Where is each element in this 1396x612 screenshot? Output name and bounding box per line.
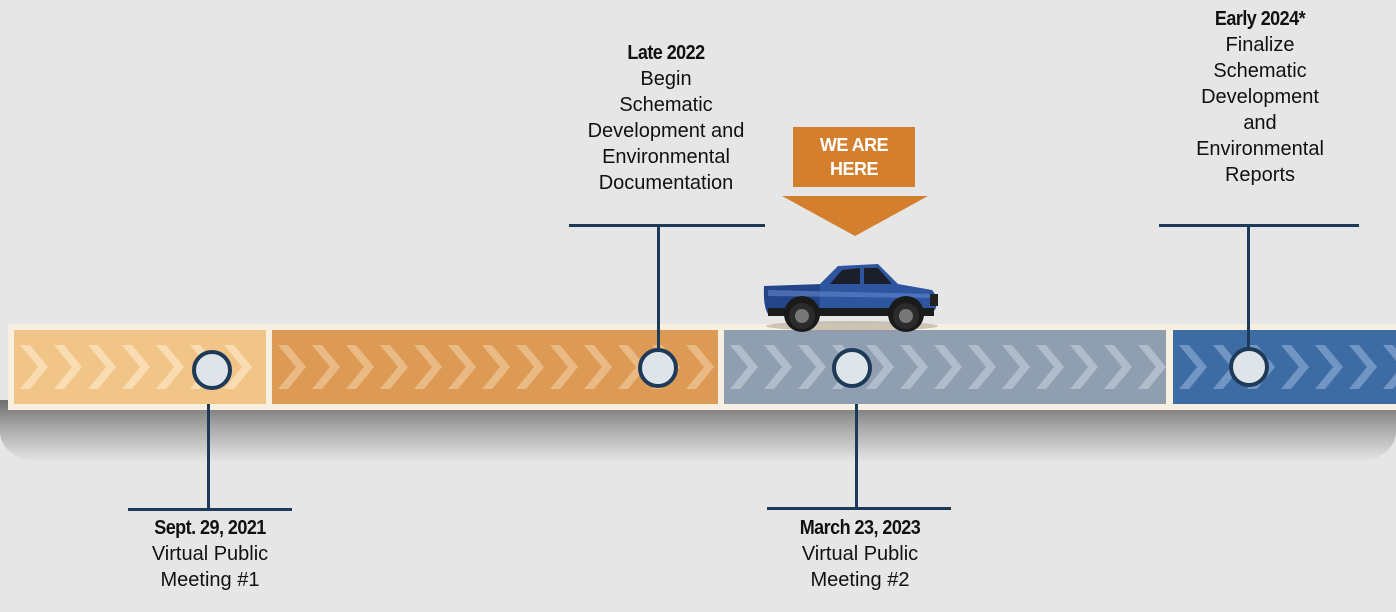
timeline-segment-2 (272, 330, 718, 404)
milestone-2-label: Late 2022 Begin Schematic Development an… (546, 40, 786, 196)
chevrons (1179, 345, 1396, 389)
milestone-2-node (638, 348, 678, 388)
timeline-shadow (0, 400, 1396, 462)
milestone-1-label: Sept. 29, 2021 Virtual Public Meeting #1 (88, 515, 332, 593)
milestone-1-date: Sept. 29, 2021 (154, 517, 266, 539)
milestone-4-line-1: Finalize (1225, 34, 1295, 56)
chevrons (730, 345, 1166, 389)
pickup-truck-icon (763, 264, 938, 332)
milestone-2-line-1: Begin (640, 68, 692, 90)
marker-line-2: HERE (829, 159, 879, 179)
milestone-4-rule (1159, 224, 1359, 227)
milestone-4-line-2: Schematic (1213, 60, 1307, 82)
milestone-1-node (192, 350, 232, 390)
milestone-3-node (832, 348, 872, 388)
milestone-2-rule (569, 224, 765, 227)
milestone-2-line-5: Documentation (598, 172, 734, 194)
milestone-4-line-4: and (1243, 112, 1277, 134)
milestone-3-line-2: Meeting #2 (810, 569, 910, 591)
milestone-4-date: Early 2024* (1214, 8, 1306, 30)
milestone-2-line-3: Development and (587, 120, 745, 142)
down-arrow-icon (782, 196, 928, 236)
milestone-4-label: Early 2024* Finalize Schematic Developme… (1140, 6, 1380, 188)
milestone-4-stem (1247, 226, 1250, 350)
milestone-4-line-3: Development (1201, 86, 1319, 108)
milestone-2-stem (657, 226, 660, 352)
milestone-4-line-6: Reports (1224, 164, 1296, 186)
milestone-4-node (1229, 347, 1269, 387)
milestone-2-date: Late 2022 (627, 42, 705, 64)
milestone-2-line-4: Environmental (602, 146, 730, 168)
milestone-3-label: March 23, 2023 Virtual Public Meeting #2 (735, 515, 985, 593)
milestone-3-date: March 23, 2023 (799, 517, 921, 539)
milestone-4-line-5: Environmental (1196, 138, 1324, 160)
milestone-1-line-2: Meeting #1 (160, 569, 260, 591)
milestone-1-stem (207, 404, 210, 510)
milestone-3-line-1: Virtual Public (801, 543, 919, 565)
milestone-3-rule (767, 507, 951, 510)
milestone-1-line-1: Virtual Public (151, 543, 269, 565)
timeline-segment-4 (1173, 330, 1396, 404)
milestone-2-line-2: Schematic (619, 94, 713, 116)
milestone-1-rule (128, 508, 292, 511)
timeline-segment-3 (724, 330, 1166, 404)
milestone-3-stem (855, 404, 858, 510)
we-are-here-marker: WE ARE HERE (793, 127, 915, 187)
marker-line-1: WE ARE (819, 135, 889, 155)
